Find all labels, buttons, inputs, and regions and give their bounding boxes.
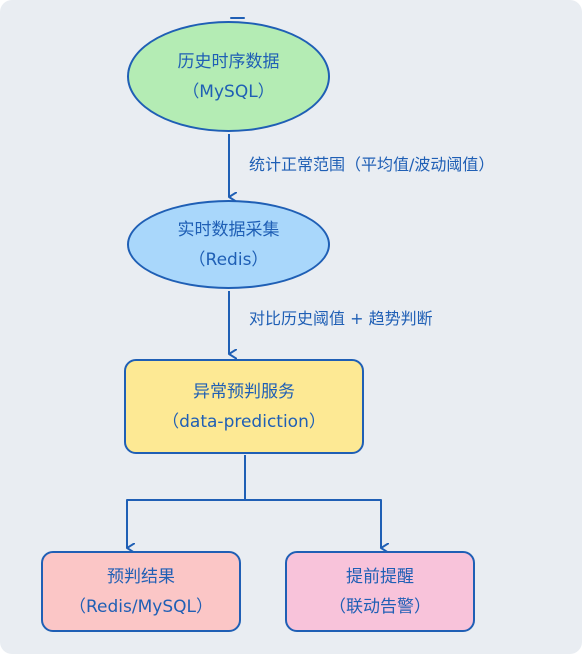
node-prediction-service: 异常预判服务 （data-prediction） — [124, 359, 364, 454]
node-predict-subtitle: （data-prediction） — [162, 411, 326, 432]
node-result-title: 预判结果 — [107, 566, 175, 587]
node-predict-title: 异常预判服务 — [193, 381, 295, 402]
edge-label-history-to-realtime: 统计正常范围（平均值/波动阈值） — [249, 155, 495, 174]
node-early-alert: 提前提醒 （联动告警） — [285, 551, 475, 632]
node-alert-subtitle: （联动告警） — [329, 596, 431, 617]
node-history-subtitle: （MySQL） — [182, 81, 275, 102]
node-realtime-subtitle: （Redis） — [188, 249, 269, 270]
node-prediction-result: 预判结果 （Redis/MySQL） — [41, 551, 241, 632]
edge-label-realtime-to-predict: 对比历史阈值 + 趋势判断 — [249, 309, 433, 328]
node-alert-title: 提前提醒 — [346, 566, 414, 587]
node-history-title: 历史时序数据 — [177, 51, 280, 72]
node-realtime-title: 实时数据采集 — [177, 219, 280, 240]
node-result-subtitle: （Redis/MySQL） — [69, 596, 213, 617]
node-history-data: 历史时序数据 （MySQL） — [127, 21, 330, 132]
node-realtime-collection: 实时数据采集 （Redis） — [127, 200, 330, 289]
